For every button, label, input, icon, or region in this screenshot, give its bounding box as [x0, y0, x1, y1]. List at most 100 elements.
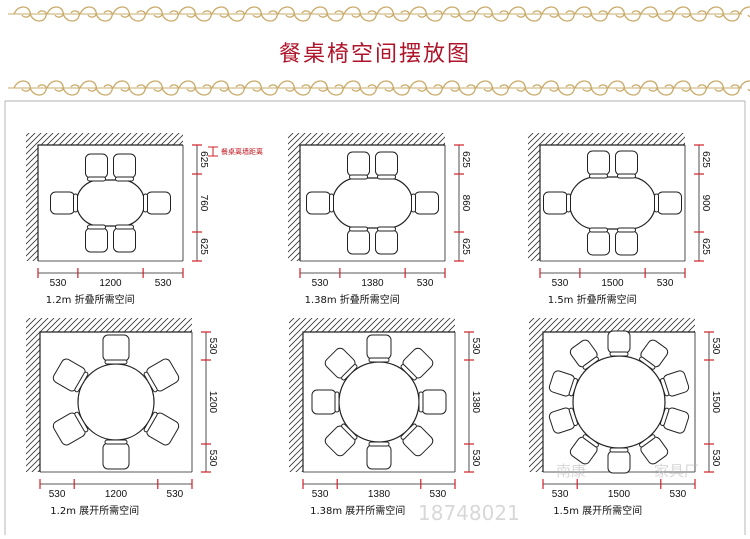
- chair-back: [639, 356, 656, 370]
- chair: [543, 191, 571, 215]
- wall-distance-note: 餐桌离墙距离: [208, 146, 263, 157]
- ornament-scroll: [178, 6, 196, 18]
- ornament-scroll: [46, 6, 64, 18]
- right-dim-label: 530: [207, 338, 218, 355]
- ornament-scroll: [409, 6, 427, 18]
- chair-seat: [587, 230, 610, 256]
- ornament-scroll: [359, 10, 377, 22]
- right-dim-label: 625: [460, 238, 471, 255]
- bottom-dim-label: 530: [50, 278, 67, 289]
- ornament-scroll: [508, 80, 526, 92]
- ornament-scroll: [326, 10, 344, 22]
- chair: [366, 334, 392, 363]
- ornament-scroll: [689, 10, 707, 22]
- right-dim-label: 1380: [470, 391, 481, 414]
- ornament-scroll: [211, 6, 229, 18]
- ornament-scroll: [491, 84, 509, 96]
- chair-back: [143, 411, 158, 433]
- chair-seat: [607, 330, 631, 354]
- chair-seat: [347, 229, 370, 255]
- ornament-scroll: [475, 80, 493, 92]
- ornament-scroll: [244, 80, 262, 92]
- chair-seat: [306, 191, 331, 215]
- ornament-scroll: [656, 10, 674, 22]
- chair-back: [87, 176, 106, 182]
- ornament-scroll: [623, 10, 641, 22]
- chair: [639, 339, 669, 370]
- bottom-dim-label: 1200: [105, 489, 128, 500]
- chair-seat: [311, 389, 337, 415]
- chair-seat: [366, 334, 392, 360]
- chair-back: [589, 227, 608, 233]
- layout-caption: 1.2m 展开所需空间: [50, 504, 139, 517]
- bottom-dim-label: 530: [312, 489, 329, 500]
- chair-back: [349, 226, 368, 232]
- ornament-scroll: [607, 6, 625, 18]
- chair-back: [73, 193, 78, 213]
- chair-back: [418, 391, 424, 413]
- chair-back: [104, 439, 128, 445]
- ornament-scroll: [62, 84, 80, 96]
- chair-back: [143, 371, 158, 393]
- right-dim-label: 530: [710, 338, 721, 355]
- chair: [324, 347, 358, 381]
- chair-seat: [102, 334, 130, 362]
- bottom-dim-label: 1380: [361, 278, 384, 289]
- ornament-scroll: [557, 84, 575, 96]
- bottom-dim-label: 530: [670, 489, 687, 500]
- chair-seat: [543, 191, 568, 215]
- ornament-scroll: [293, 84, 311, 96]
- chair-back: [400, 423, 417, 440]
- ornament-scroll: [95, 84, 113, 96]
- ornament-scroll: [194, 10, 212, 22]
- ornament-scroll: [673, 6, 691, 18]
- bottom-dim-label: 530: [552, 278, 569, 289]
- ornament-scroll: [343, 80, 361, 92]
- chair-seat: [657, 191, 682, 215]
- chair-back: [74, 371, 89, 393]
- chair-seat: [366, 444, 392, 470]
- right-dim-label: 625: [700, 151, 711, 168]
- chair-back: [341, 364, 358, 381]
- chair-back: [609, 351, 629, 357]
- chair: [375, 226, 398, 255]
- ornament-scroll: [524, 10, 542, 22]
- ornament-scroll: [293, 10, 311, 22]
- chair-seat: [421, 389, 447, 415]
- ornament-scroll: [524, 84, 542, 96]
- ornament-scroll: [178, 80, 196, 92]
- chair: [607, 447, 631, 474]
- page-title: 餐桌椅空间摆放图: [278, 42, 471, 67]
- wall-edge: [539, 144, 685, 261]
- chair-back: [329, 193, 334, 213]
- ornament-scroll: [194, 84, 212, 96]
- ornament-scroll: [145, 6, 163, 18]
- ornament-scroll: [95, 10, 113, 22]
- chair-seat: [375, 151, 398, 177]
- ornament-scroll: [590, 84, 608, 96]
- bottom-dim-label: 1500: [608, 489, 631, 500]
- ornament-scroll: [112, 80, 130, 92]
- chair: [375, 151, 398, 180]
- ornament-scroll: [277, 6, 295, 18]
- chair: [659, 370, 690, 397]
- chair-seat: [146, 191, 171, 215]
- right-dim-label: 625: [460, 151, 471, 168]
- ornament-scroll: [458, 10, 476, 22]
- chair: [639, 434, 669, 465]
- chair: [113, 153, 136, 182]
- right-dim-label: 860: [460, 195, 471, 212]
- chair-seat: [607, 450, 631, 474]
- chair-back: [400, 364, 417, 381]
- chair: [102, 439, 130, 470]
- chair-back: [659, 378, 670, 397]
- chair-back: [582, 434, 599, 448]
- chair-back: [349, 174, 368, 180]
- chair: [113, 224, 136, 253]
- ornament-scroll: [326, 84, 344, 96]
- ornament-scroll: [46, 80, 64, 92]
